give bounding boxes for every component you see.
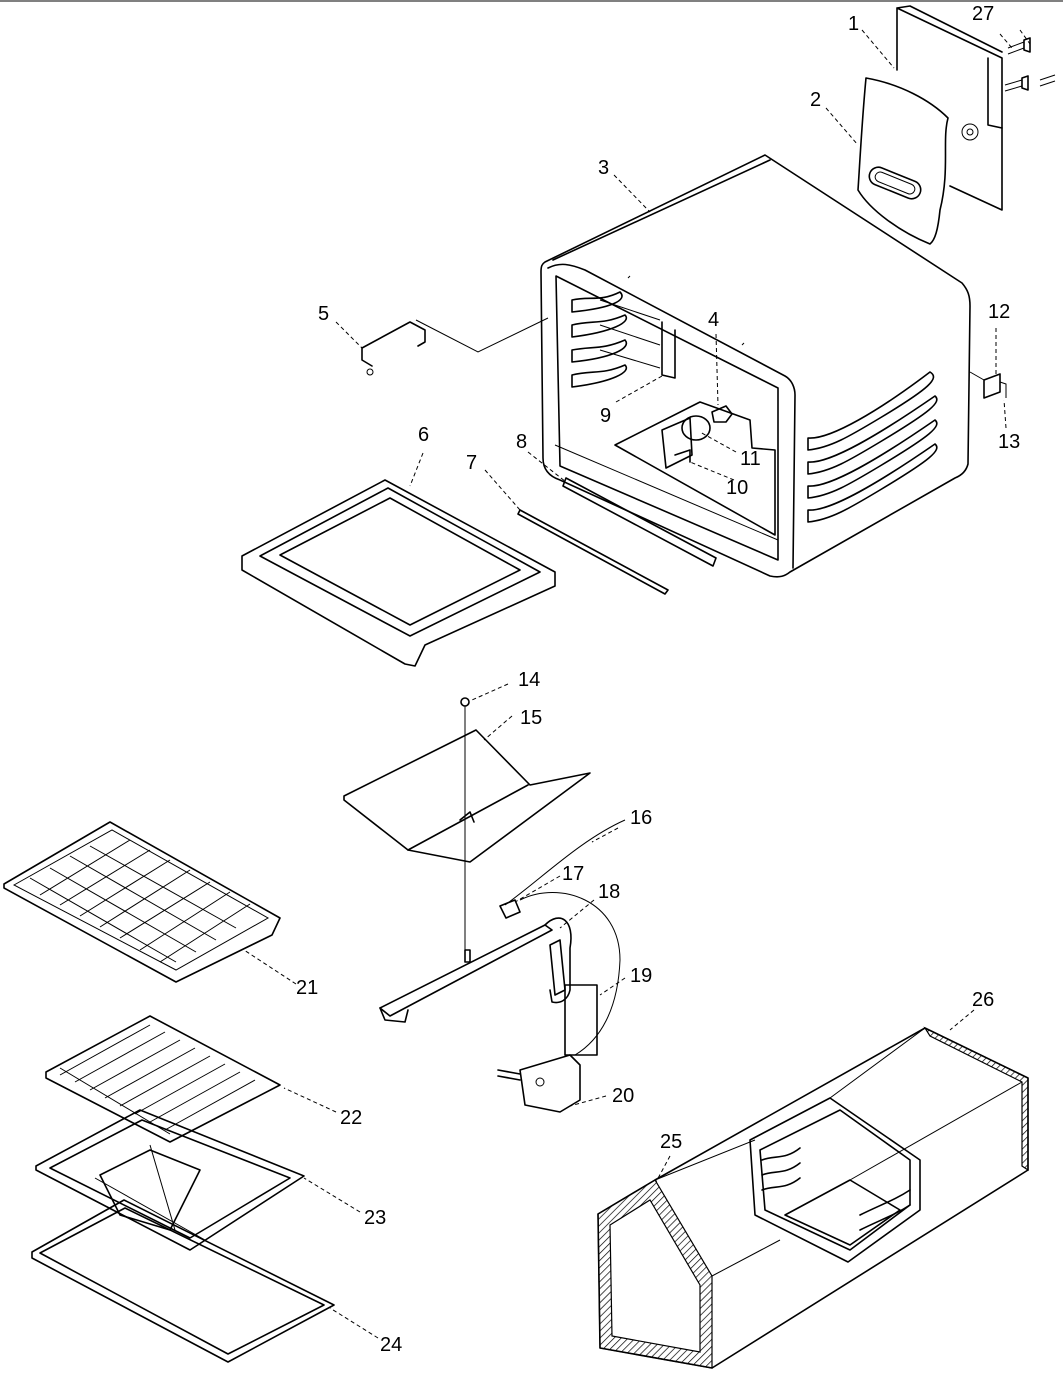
callout-7: 7: [466, 452, 477, 474]
callout-26: 26: [972, 989, 994, 1011]
baffle-part: [343, 697, 591, 950]
light-assembly-part: [661, 405, 733, 469]
insulation-part: [597, 1026, 1029, 1369]
oven-door-cover-part: [857, 77, 949, 245]
callout-labels: 1 2 3 4 5 6 7 8 9 10 11 12 13 14 15 16 1…: [296, 3, 1020, 1356]
rail-8-part: [562, 477, 717, 567]
callout-5: 5: [318, 303, 329, 325]
rack-frame-part: [31, 1199, 335, 1363]
callout-9: 9: [600, 405, 611, 427]
broil-pan-part: [35, 1109, 305, 1251]
burner-assembly-part: [379, 819, 626, 1056]
oven-cavity-part: [540, 154, 971, 578]
callout-19: 19: [630, 965, 652, 987]
callout-22: 22: [340, 1107, 362, 1129]
callout-15: 15: [520, 707, 542, 729]
callout-14: 14: [518, 669, 540, 691]
callout-4: 4: [708, 309, 719, 331]
side-bracket-part: [969, 371, 1007, 399]
callout-1: 1: [848, 13, 859, 35]
callout-11: 11: [740, 448, 761, 470]
callout-20: 20: [612, 1085, 634, 1107]
bracket-part: [361, 317, 549, 376]
valve-part: [497, 1054, 581, 1113]
callout-27: 27: [972, 3, 994, 25]
callout-13: 13: [998, 431, 1020, 453]
callout-3: 3: [598, 157, 609, 179]
rail-7-part: [517, 509, 669, 595]
callout-16: 16: [630, 807, 652, 829]
vent-slots-left: [571, 291, 661, 388]
vent-slots-right: [807, 371, 938, 523]
callout-18: 18: [598, 881, 620, 903]
leader-lines: [243, 29, 1031, 1339]
oven-bottom-part: [241, 479, 556, 667]
callout-21: 21: [296, 977, 318, 999]
callout-2: 2: [810, 89, 821, 111]
hinge-bracket-part: [896, 5, 1003, 211]
callout-24: 24: [380, 1334, 402, 1356]
callout-25: 25: [660, 1131, 682, 1153]
callout-23: 23: [364, 1207, 386, 1229]
callout-12: 12: [988, 301, 1010, 323]
screws-part: [1004, 37, 1056, 92]
callout-8: 8: [516, 431, 527, 453]
callout-6: 6: [418, 424, 429, 446]
rack-guide-part: [661, 321, 676, 379]
callout-10: 10: [726, 477, 748, 499]
broil-grid-part: [45, 1015, 281, 1143]
oven-rack-part: [3, 821, 281, 983]
callout-17: 17: [562, 863, 584, 885]
